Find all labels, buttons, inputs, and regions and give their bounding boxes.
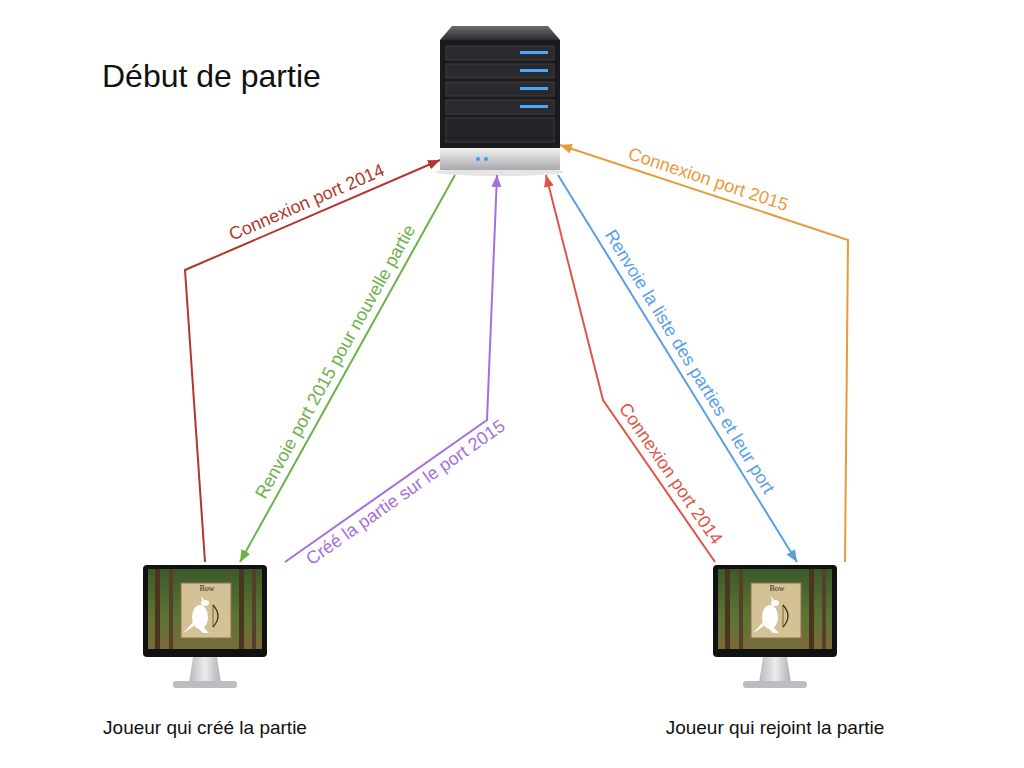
monitor-bezel [143,565,267,657]
server-bay [446,46,554,60]
monitor-screen [718,569,832,649]
arrow-label: Créé la partie sur le port 2015 [303,416,509,569]
server-top [440,26,560,40]
arrow-label: Connexion port 2014 [227,161,388,245]
monitor-icon [143,565,267,688]
monitor-foot [173,681,237,688]
server-led [484,157,488,161]
tree-trunk [725,569,730,649]
arrow-label: Connexion port 2015 [626,145,791,216]
server-led [520,105,548,108]
server-icon [436,26,564,176]
screen-logo-text: Bow [769,585,784,593]
tree-trunk [739,569,743,649]
tree-trunk [239,569,244,649]
server-body [440,40,560,148]
monitor-stand [759,657,791,683]
arrow-label: Connexion port 2014 [614,399,725,548]
server-base [440,148,560,170]
server-led [476,157,480,161]
bow [213,605,218,627]
server-led [520,69,548,72]
message-arrow [558,175,797,562]
bow [783,605,788,627]
server-bay [446,64,554,78]
node-caption: Joueur qui créé la partie [52,717,358,739]
message-arrow [560,145,848,562]
server-bay [446,100,554,114]
bow-string [783,605,784,627]
message-arrow [240,175,455,562]
server-node [440,20,560,175]
server-led [520,51,548,54]
monitor-screen [148,569,262,649]
monitor-icon [713,565,837,688]
monitor-foot [743,681,807,688]
server-bay [446,118,554,142]
node-caption: Joueur qui rejoint la partie [622,717,928,739]
arrow-label: Renvoie la liste des parties et leur por… [600,226,778,497]
kangaroo [183,596,209,633]
monitor-bezel [713,565,837,657]
server-bay [446,82,554,96]
game-parchment [181,583,231,638]
kangaroo [753,596,779,633]
diagram-title: Début de partie [102,58,321,95]
bow-string [213,605,214,627]
tree-trunk [252,569,256,649]
arrow-label: Renvoie port 2015 pour nouvelle partie [252,222,420,503]
tree-trunk [822,569,826,649]
tree-trunk [155,569,160,649]
screen-logo-text: Bow [199,585,214,593]
server-led [520,87,548,90]
monitor-stand [189,657,221,683]
game-parchment [751,583,801,638]
tree-trunk [169,569,173,649]
tree-trunk [809,569,814,649]
